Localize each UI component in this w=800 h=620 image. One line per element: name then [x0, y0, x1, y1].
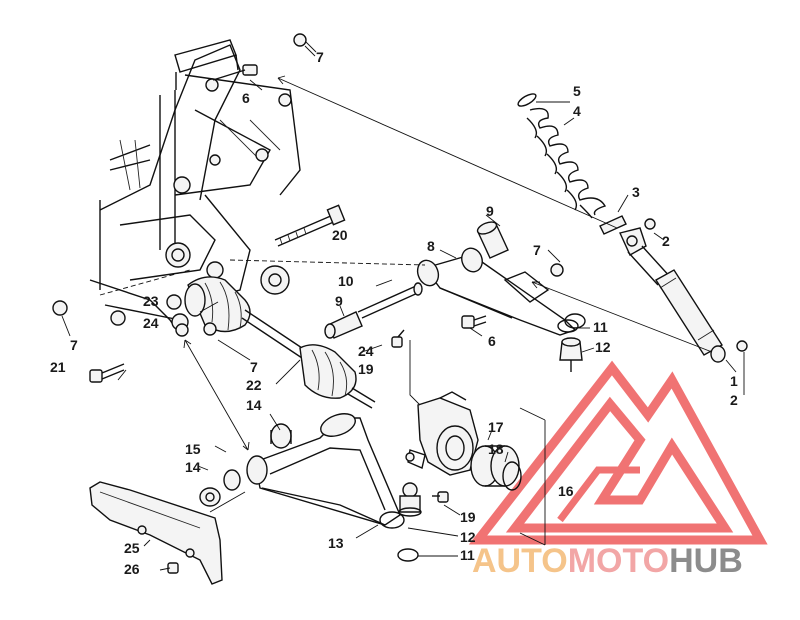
callout-4: 4: [573, 103, 581, 119]
nut-7-arm: [550, 263, 564, 277]
callout-3: 3: [632, 184, 640, 200]
skid-plate: [89, 481, 223, 585]
callout-26: 26: [124, 561, 140, 577]
bushing-14-upper: [270, 423, 292, 449]
callout-1: 1: [730, 373, 738, 389]
callout-10: 10: [338, 273, 354, 289]
callout-7a: 7: [316, 49, 324, 65]
steering-knuckle: [405, 391, 479, 476]
callout-11a: 11: [593, 319, 608, 335]
callout-22: 22: [246, 377, 262, 393]
callout-19a: 19: [358, 361, 374, 377]
bushing-9-lower: [324, 311, 363, 339]
ball-joint-12-lower: [398, 482, 422, 517]
callout-8: 8: [427, 238, 435, 254]
callout-11b: 11: [460, 547, 475, 563]
snap-ring-18: [502, 461, 522, 491]
callout-17: 17: [488, 419, 504, 435]
callout-6a: 6: [242, 90, 250, 106]
callout-15: 15: [185, 441, 201, 457]
watermark-logo: [468, 360, 768, 545]
bolt-6-top: [212, 64, 258, 81]
upper-a-arm: [416, 247, 579, 336]
ring-11-lower: [397, 548, 419, 562]
cv-axle: [166, 276, 376, 409]
callout-23: 23: [143, 293, 159, 309]
callout-6b: 6: [488, 333, 496, 349]
shock-absorber: [517, 93, 748, 363]
callout-24a: 24: [143, 315, 159, 331]
nut-7-left: [52, 300, 68, 316]
callout-9a: 9: [486, 203, 494, 219]
watermark-moto: MOTO: [568, 542, 669, 580]
callout-7b: 7: [533, 242, 541, 258]
leader-lines: [61, 45, 745, 571]
watermark-auto: AUTO: [472, 542, 568, 580]
callout-9b: 9: [335, 293, 343, 309]
callout-25: 25: [124, 540, 140, 556]
callout-19b: 19: [460, 509, 476, 525]
callout-24b: 24: [358, 343, 374, 359]
ball-joint-12-upper: [559, 337, 583, 372]
callout-16: 16: [558, 483, 574, 499]
lower-a-arm: [246, 413, 405, 529]
callout-7c: 7: [70, 337, 78, 353]
bolt-6-lower: [461, 315, 487, 329]
callout-labels: 1 2 2 3 4 5 6 6 7 7 7 7 8 9 9 10 11 11 1…: [50, 49, 738, 577]
callout-2b: 2: [662, 233, 670, 249]
nut-7-top: [293, 33, 307, 47]
bushing-14-15-lower: [199, 469, 241, 507]
frame: [89, 39, 301, 336]
bolt-21: [89, 363, 125, 383]
callout-14a: 14: [246, 397, 262, 413]
callout-21: 21: [50, 359, 66, 375]
watermark-text: AUTOMOTOHUB: [472, 542, 743, 580]
watermark-hub: HUB: [669, 542, 743, 580]
svg-text:AUTOMOTOHUB: AUTOMOTOHUB: [472, 542, 743, 580]
callout-14b: 14: [185, 459, 201, 475]
callout-20: 20: [332, 227, 348, 243]
callout-12b: 12: [460, 529, 476, 545]
callout-7d: 7: [250, 359, 258, 375]
bushing-9-upper: [476, 221, 509, 259]
bolt-19-lower: [432, 491, 449, 503]
callout-13: 13: [328, 535, 344, 551]
callout-18: 18: [488, 441, 504, 457]
callout-5: 5: [573, 83, 581, 99]
pin-10: [357, 282, 423, 319]
callout-12a: 12: [595, 339, 611, 355]
bolt-20: [274, 204, 346, 247]
bolt-24-19: [391, 329, 405, 348]
callout-2: 2: [730, 392, 738, 408]
